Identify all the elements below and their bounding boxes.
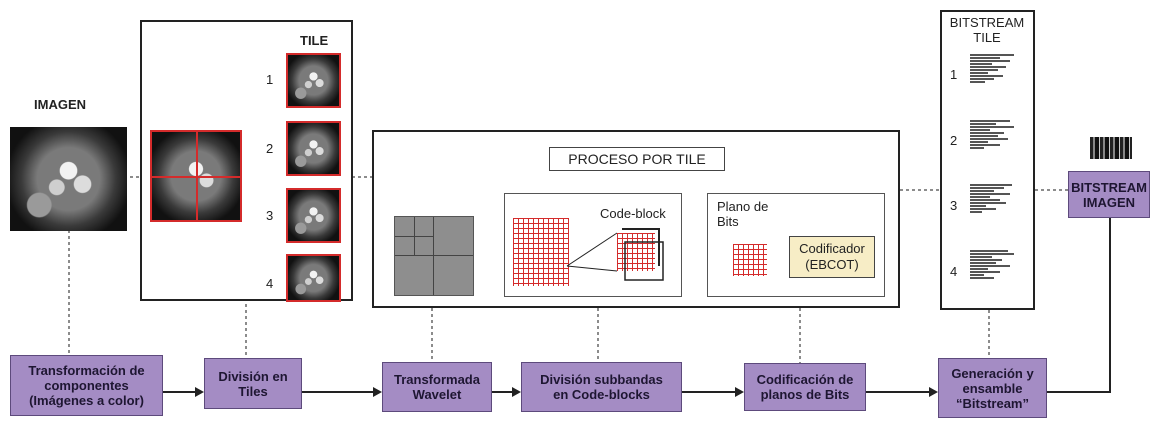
process-title: PROCESO POR TILE <box>549 147 725 171</box>
bitplane-label: Plano de Bits <box>717 199 769 229</box>
tile-number-1: 1 <box>266 72 274 87</box>
step-component-transform: Transformación de componentes (Imágenes … <box>10 355 163 416</box>
bitstream-bars-3 <box>970 184 1015 214</box>
bitstream-number-3: 3 <box>950 198 958 213</box>
bitstream-tile-heading: BITSTREAM TILE <box>949 15 1025 45</box>
bitstream-bars-4 <box>970 250 1015 280</box>
tile-number-4: 4 <box>266 276 274 291</box>
wavelet-subbands <box>394 216 474 296</box>
subband-grid <box>513 218 569 286</box>
tile-image-1 <box>286 53 341 108</box>
step-wavelet: Transformada Wavelet <box>382 362 492 412</box>
source-image <box>10 127 127 231</box>
tile-number-2: 2 <box>266 141 274 156</box>
bitplane-grid <box>733 244 767 276</box>
step-bitplane-coding: Codificación de planos de Bits <box>744 363 866 411</box>
bitstream-number-4: 4 <box>950 264 958 279</box>
step-tile-division: División en Tiles <box>204 358 302 409</box>
bitplane-frame <box>707 193 885 297</box>
tiled-image <box>150 130 242 222</box>
bitstream-image-box: BITSTREAM IMAGEN <box>1068 171 1150 218</box>
tile-image-4 <box>286 254 341 302</box>
bitstream-number-2: 2 <box>950 133 958 148</box>
code-block <box>617 233 655 271</box>
step-codeblock-division: División subbandas en Code-blocks <box>521 362 682 412</box>
encoder-box: Codificador (EBCOT) <box>789 236 875 278</box>
bitstream-number-1: 1 <box>950 67 958 82</box>
bitstream-bars-2 <box>970 120 1015 150</box>
step-bitstream-assembly: Generación y ensamble “Bitstream” <box>938 358 1047 418</box>
tile-number-3: 3 <box>266 208 274 223</box>
bitstream-bars-1 <box>970 54 1015 84</box>
image-label: IMAGEN <box>34 97 86 112</box>
code-block-label: Code-block <box>600 206 666 221</box>
bitstream-barcode <box>1090 137 1132 159</box>
tile-image-3 <box>286 188 341 243</box>
tile-heading: TILE <box>300 33 329 48</box>
codeblock-frame <box>504 193 682 297</box>
tile-image-2 <box>286 121 341 176</box>
